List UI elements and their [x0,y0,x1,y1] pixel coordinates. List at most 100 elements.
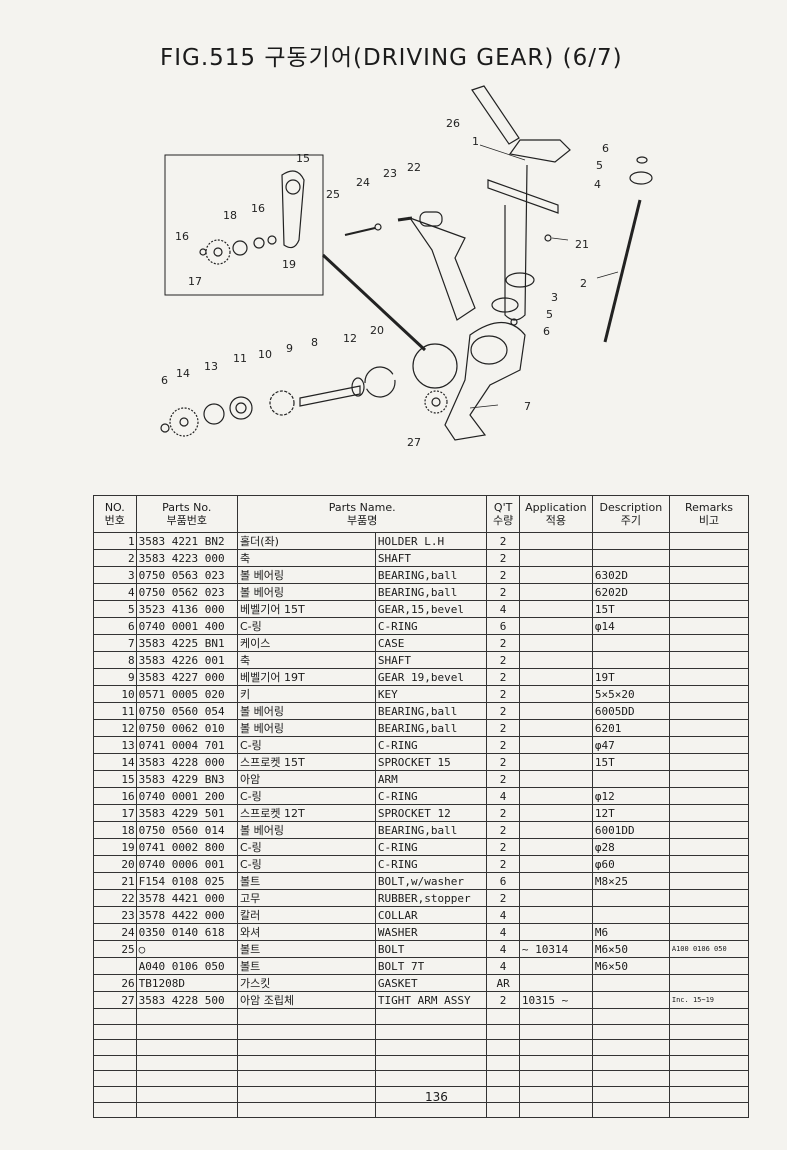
callout-16b: 16 [175,230,189,243]
cell-no: 2 [93,549,137,567]
callout-14: 14 [176,367,190,380]
cell-name-kr: C-링 [236,736,376,754]
cell-desc: M6 [591,923,670,941]
cell-qty: 2 [486,804,520,822]
cell-name-en: SHAFT [374,651,488,669]
cell-no: 10 [93,685,137,703]
cell-app: 10315 ~ [518,991,593,1009]
cell-name-kr: 볼트 [236,940,376,958]
cell-name-kr: 가스킷 [236,974,376,992]
cell-desc [591,549,670,567]
cell-rem [668,906,750,924]
cell-qty: 2 [486,583,520,601]
cell-part-no: 3583 4223 000 [135,549,238,567]
cell-rem [668,804,750,822]
cell-no: 17 [93,804,137,822]
callout-6: 6 [602,142,609,155]
cell-desc: 15T [591,600,670,618]
cell-part-no: 0741 0002 800 [135,838,238,856]
cell-name-en: WASHER [374,923,488,941]
gasket-ring [412,343,458,389]
cell-no: 14 [93,753,137,771]
cell-qty: 4 [486,940,520,958]
cell-rem [668,838,750,856]
cell-desc [591,906,670,924]
cell-part-no: 3583 4227 000 [135,668,238,686]
cell-rem [668,957,750,975]
cell-part-no: TB1208D [135,974,238,992]
cell-part-no: 0571 0005 020 [135,685,238,703]
cell-app [518,685,593,703]
cell-app [518,957,593,975]
callout-8: 8 [311,336,318,349]
cell-qty: 2 [486,736,520,754]
detail-inset-frame [164,154,324,296]
cell-qty: 6 [486,617,520,635]
cell-app [518,719,593,737]
cell-name-en: ARM [374,770,488,788]
cell-name-kr: 고무 [236,889,376,907]
cell-desc: φ28 [591,838,670,856]
cell-app [518,872,593,890]
cell-name-kr: C-링 [236,787,376,805]
cell-name-kr: C-링 [236,855,376,873]
cell-part-no: 3583 4228 500 [135,991,238,1009]
cell-part-no: 3578 4422 000 [135,906,238,924]
cell-desc: φ60 [591,855,670,873]
cell-name-en: TIGHT ARM ASSY [374,991,488,1009]
cell-no: 3 [93,566,137,584]
holder-column [504,164,528,321]
grease-tube [471,85,520,145]
cell-no: 24 [93,923,137,941]
table-row-empty [93,1085,750,1103]
cell-rem [668,617,750,635]
cell-app [518,617,593,635]
cell-no: 5 [93,600,137,618]
cell-part-no: 0750 0562 023 [135,583,238,601]
cell-no: 18 [93,821,137,839]
cell-part-no: 3583 4221 BN2 [135,532,238,550]
cell-rem [668,787,750,805]
cell-rem [668,889,750,907]
cell-name-en: KEY [374,685,488,703]
cell-desc: 6201 [591,719,670,737]
cell-rem [668,668,750,686]
cell-qty: 2 [486,634,520,652]
cell-desc: M6×50 [591,940,670,958]
cell-name-en: SPROCKET 15 [374,753,488,771]
cell-no: 8 [93,651,137,669]
callout-24: 24 [356,176,370,189]
callout-2: 2 [580,277,587,290]
bevel-gear-19t [269,390,295,416]
cell-desc: M8×25 [591,872,670,890]
cell-rem [668,821,750,839]
callout-12: 12 [343,332,357,345]
callout-5: 5 [596,159,603,172]
bevel-gear-top [629,171,653,185]
cell-part-no: F154 0108 025 [135,872,238,890]
callout-10: 10 [258,348,272,361]
cell-name-kr: 볼 베어링 [236,821,376,839]
cell-no: 12 [93,719,137,737]
cell-no: 23 [93,906,137,924]
cell-name-kr: 아암 [236,770,376,788]
cell-name-en: BEARING,ball [374,719,488,737]
cell-rem [668,702,750,720]
cell-qty: 2 [486,651,520,669]
header-parts-name: Parts Name.부품명 [236,495,488,533]
cell-no: 11 [93,702,137,720]
